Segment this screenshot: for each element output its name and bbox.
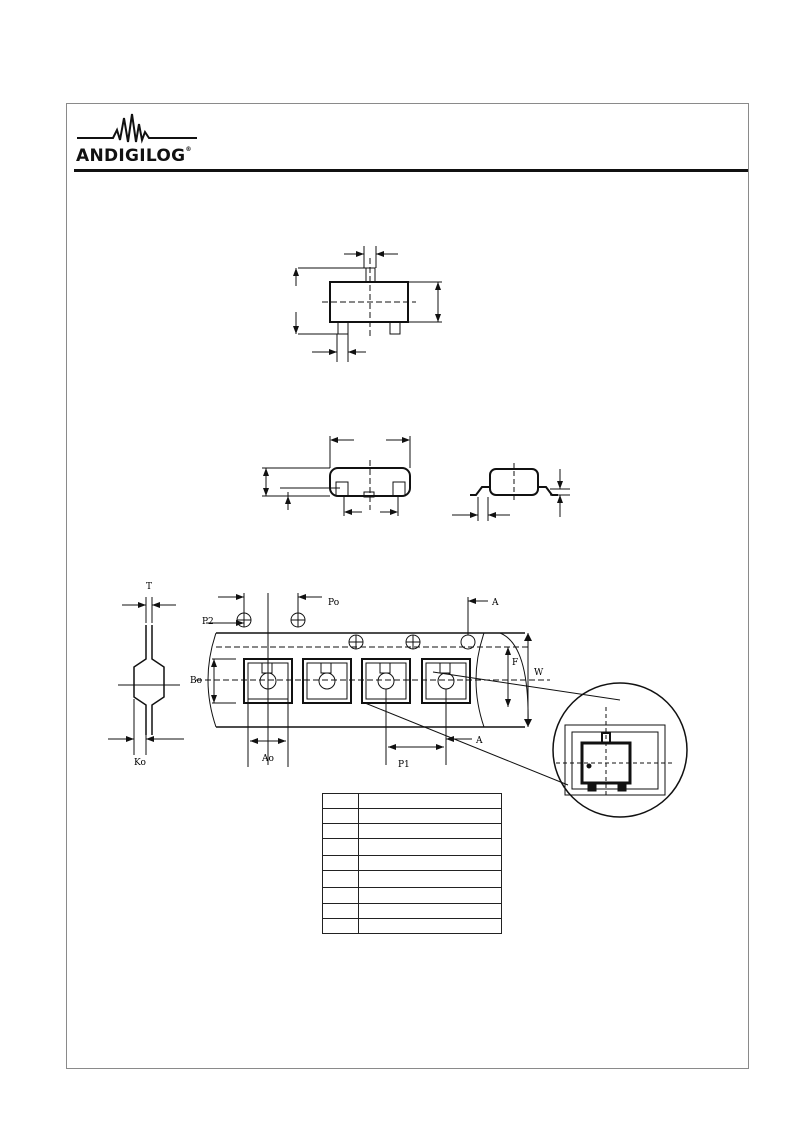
package-top-view (293, 246, 442, 362)
table-row (323, 856, 501, 871)
label-P2: P2 (202, 617, 214, 627)
label-Bo: Bo (190, 676, 202, 686)
carrier-tape-drawing: T P2 Po A Bo F W Ko Ao P1 A (108, 582, 688, 818)
label-T: T (146, 582, 152, 592)
label-F: F (512, 658, 518, 668)
table-row (323, 824, 501, 839)
package-front-view (262, 436, 411, 516)
page-frame (66, 103, 749, 1069)
table-row (323, 794, 501, 809)
label-Po: Po (328, 598, 339, 608)
table-row (323, 889, 501, 904)
label-W: W (534, 668, 544, 678)
label-P1: P1 (398, 760, 410, 770)
table-column-divider (358, 794, 359, 933)
header-rule (74, 169, 748, 172)
label-A-top: A (491, 598, 499, 608)
label-A-bottom: A (475, 736, 483, 746)
table-row (323, 841, 501, 856)
package-side-view (452, 463, 570, 521)
logo-wordmark: ANDIGILOG® (76, 146, 192, 166)
table-row (323, 873, 501, 888)
label-Ko: Ko (134, 758, 146, 768)
table-row (323, 809, 501, 824)
tape-spec-table (322, 793, 502, 934)
andigilog-logo (77, 113, 197, 144)
table-row (323, 904, 501, 919)
label-Ao: Ao (261, 754, 274, 764)
